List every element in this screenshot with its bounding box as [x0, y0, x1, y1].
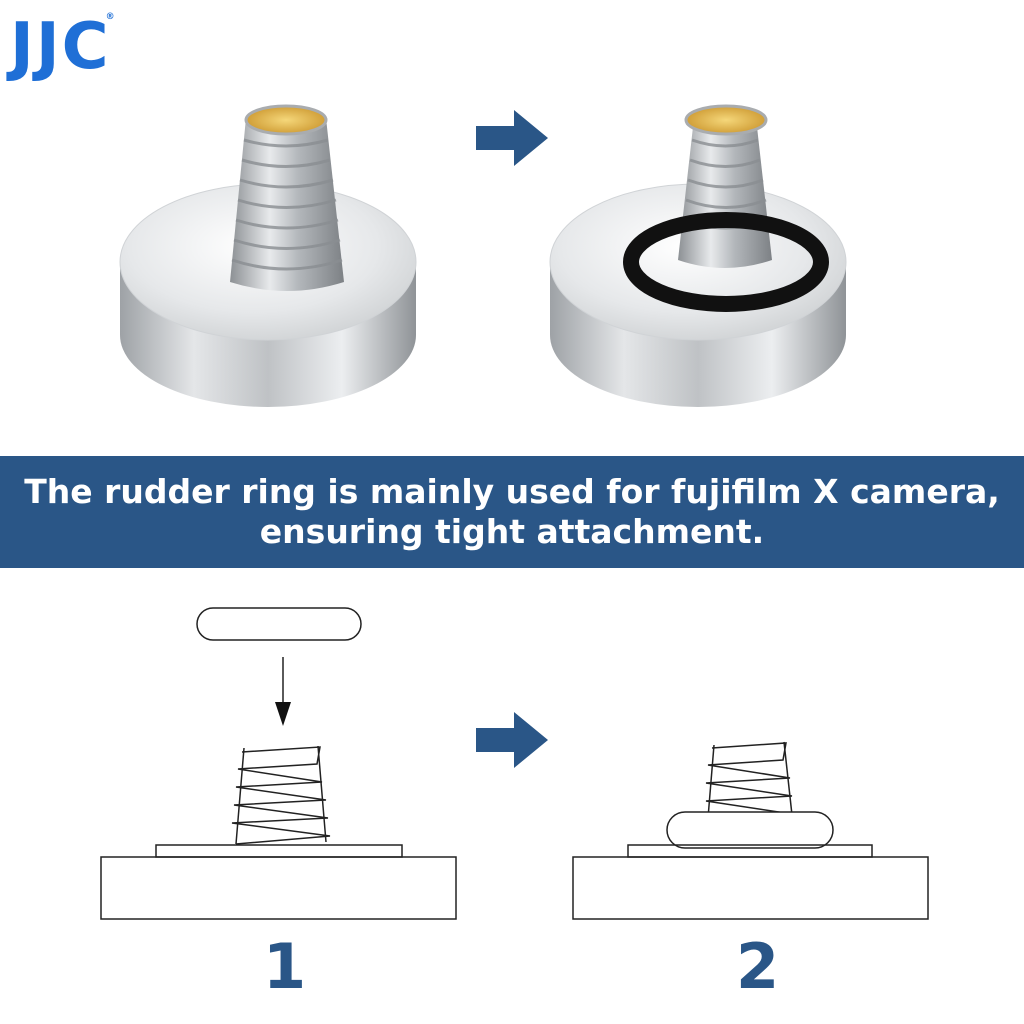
logo-text: JJC [10, 10, 111, 84]
arrow-right-icon [476, 110, 548, 166]
shutter-button-photo-before [119, 104, 417, 407]
diagram-step-2 [572, 741, 929, 920]
ring-outline [196, 607, 362, 641]
arrow-right-icon [476, 712, 548, 768]
registered-mark: ® [105, 12, 117, 22]
banner-line-1: The rudder ring is mainly used for fujif… [24, 472, 1000, 511]
banner-line-2: ensuring tight attachment. [259, 512, 765, 551]
ring-installed [666, 811, 834, 849]
diagram-step-1 [100, 607, 457, 920]
info-banner: The rudder ring is mainly used for fujif… [0, 456, 1024, 568]
arrow-down-icon [275, 702, 291, 726]
rudder-ring [623, 212, 829, 312]
step-number-2: 2 [736, 930, 780, 1003]
step-number-1: 1 [263, 930, 307, 1003]
shutter-button-photo-after [549, 104, 847, 407]
jjc-logo: JJC® [10, 10, 115, 84]
